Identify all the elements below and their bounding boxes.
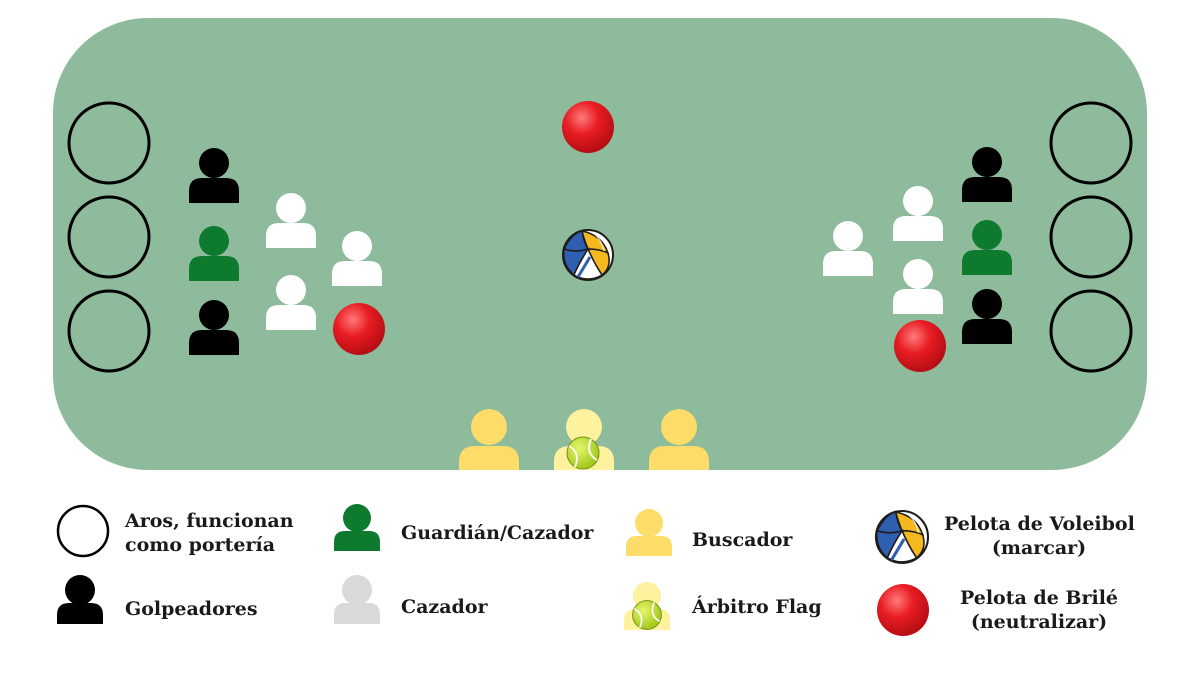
hoop-icon [56, 504, 110, 558]
legend-chaser-label: Cazador [401, 596, 488, 618]
hoop-icon [67, 289, 151, 373]
legend-hoops-label: Aros, funcionan como portería [125, 510, 294, 556]
legend-keeper-label: Guardián/Cazador [401, 522, 594, 544]
tennis-ball-icon [566, 436, 600, 470]
person-icon [57, 575, 103, 624]
person-icon [626, 509, 672, 556]
hoop-icon [67, 195, 151, 279]
red-ball-icon [877, 584, 929, 636]
legend-dodgeball-label: Pelota de Brilé (neutralizar) [959, 587, 1119, 633]
hoop-icon [1049, 195, 1133, 279]
volleyball-icon [561, 228, 615, 282]
sideline-group [459, 409, 709, 470]
red-ball-icon [562, 101, 614, 153]
red-ball-icon [333, 303, 385, 355]
person-with-tennis-ball-icon [624, 582, 670, 631]
seeker-icon [459, 409, 519, 470]
red-ball-icon [894, 320, 946, 372]
hoop-icon [1049, 289, 1133, 373]
right-hoops [1049, 101, 1133, 373]
legend-volleyball-label: Pelota de Voleibol (marcar) [944, 513, 1135, 559]
left-hoops [67, 101, 151, 373]
volleyball-icon [874, 509, 930, 565]
hoop-icon [1049, 101, 1133, 185]
person-icon [334, 504, 380, 551]
hoop-icon [67, 101, 151, 185]
seeker-icon [649, 409, 709, 470]
person-icon [334, 575, 380, 624]
legend-beaters-label: Golpeadores [125, 598, 258, 620]
legend-flag-referee-label: Árbitro Flag [692, 596, 822, 618]
legend-seeker-label: Buscador [692, 529, 793, 551]
